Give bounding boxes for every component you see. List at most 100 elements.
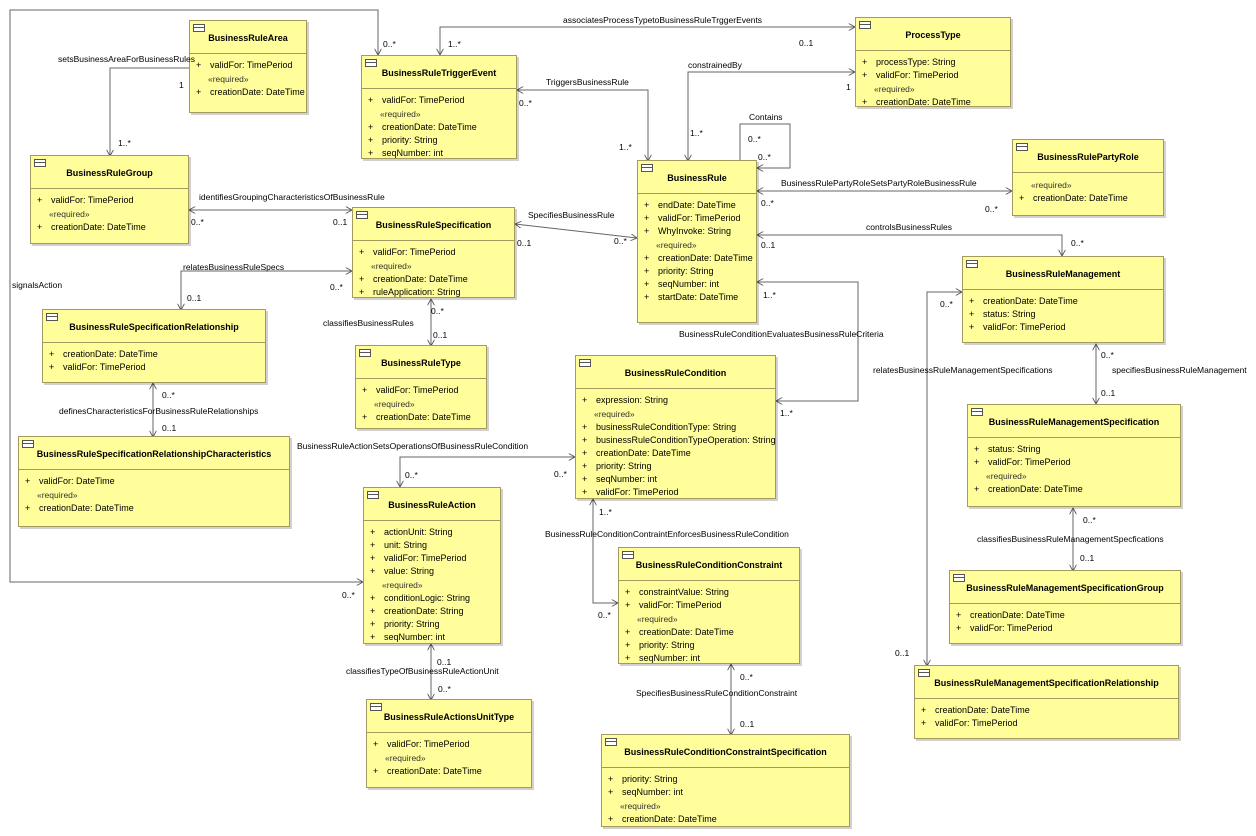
attribute-text: actionUnit: String <box>384 527 453 537</box>
visibility-marker: + <box>359 247 365 257</box>
class-business-rule-specification-relationship-characteristics[interactable]: BusinessRuleSpecificationRelationshipCha… <box>18 436 290 527</box>
class-business-rule-group[interactable]: BusinessRuleGroup+validFor: TimePeriod«r… <box>30 155 189 244</box>
stereotype-required: «required» <box>986 471 1027 481</box>
label-assoc-evaluates: BusinessRuleConditionEvaluatesBusinessRu… <box>679 329 884 339</box>
assoc-specifies-rule <box>515 224 637 238</box>
class-process-type[interactable]: ProcessType+processType: String+validFor… <box>855 17 1011 107</box>
assoc-constraint <box>593 499 618 603</box>
visibility-marker: + <box>1019 193 1025 203</box>
class-attributes: +validFor: TimePeriod«required»+creation… <box>353 241 514 303</box>
class-business-rule-condition-constraint[interactable]: BusinessRuleConditionConstraint + constrai… <box>618 547 800 664</box>
class-attributes: +endDate: DateTime+validFor: TimePeriod+… <box>638 194 756 308</box>
class-attributes: +validFor: DateTime«required»+creationDa… <box>19 470 289 519</box>
label-assoc-class-mgmt: classifiesBusinessRuleManagementSpecfica… <box>977 534 1164 544</box>
multiplicity: 0..* <box>554 469 567 479</box>
stereotype-required: «required» <box>374 399 415 409</box>
class-business-rule-trigger-event[interactable]: BusinessRuleTriggerEvent+validFor: TimeP… <box>361 55 517 159</box>
class-header: BusinessRuleActionsUnitType <box>367 700 531 733</box>
visibility-marker: + <box>956 610 962 620</box>
attribute-text: creationDate: DateTime <box>51 222 146 232</box>
multiplicity: 0..* <box>1071 238 1084 248</box>
class-header: BusinessRule <box>638 161 756 194</box>
class-name: BusinessRuleSpecification <box>375 220 492 230</box>
attribute-text: creationDate: DateTime <box>387 766 482 776</box>
attribute-text: businessRuleConditionType: String <box>596 422 737 432</box>
class-name: BusinessRuleActionsUnitType <box>383 712 515 722</box>
class-icon <box>641 164 653 172</box>
visibility-marker: + <box>608 787 614 797</box>
class-icon <box>193 24 205 32</box>
visibility-marker: + <box>625 627 631 637</box>
class-attributes: +actionUnit: String+unit: String+validFo… <box>364 521 500 648</box>
visibility-marker: + <box>862 70 868 80</box>
class-business-rule-specification[interactable]: BusinessRuleSpecification+validFor: Time… <box>352 207 515 298</box>
class-attribute: +endDate: DateTime <box>644 199 750 212</box>
class-attribute: +ruleApplication: String <box>359 286 508 299</box>
class-attributes: +creationDate: DateTime+validFor: TimePe… <box>915 699 1178 734</box>
class-attribute: +seqNumber: int <box>582 473 769 486</box>
class-attribute: +validFor: TimePeriod <box>373 738 525 751</box>
class-name: BusinessRuleConditionConstraintSpecifica… <box>624 747 827 757</box>
class-business-rule-specification-relationship[interactable]: BusinessRuleSpecificationRelationship+cr… <box>42 309 266 383</box>
label-assoc-relates-mgmt: relatesBusinessRuleManagementSpecificati… <box>873 365 1053 375</box>
attribute-text: creationDate: DateTime <box>970 610 1065 620</box>
attribute-text: creationDate: DateTime <box>376 412 471 422</box>
multiplicity: 1..* <box>599 507 612 517</box>
class-business-rule-party-role[interactable]: BusinessRulePartyRole«required»+creation… <box>1012 139 1164 216</box>
label-assoc-spec-constraint: SpecifiesBusinessRuleConditionConstraint <box>636 688 798 698</box>
multiplicity: 0..* <box>191 217 204 227</box>
attribute-text: creationDate: DateTime <box>1033 193 1128 203</box>
attribute-text: constraintValue: String <box>639 587 729 597</box>
multiplicity: 0..* <box>761 198 774 208</box>
class-header: BusinessRuleSpecification <box>353 208 514 241</box>
class-attribute: +creationDate: DateTime <box>362 411 480 424</box>
class-attribute: +actionUnit: String <box>370 526 494 539</box>
class-attribute: +expression: String <box>582 394 769 407</box>
class-attribute: +creationDate: DateTime <box>608 813 843 826</box>
visibility-marker: + <box>370 540 376 550</box>
class-business-rule-management[interactable]: BusinessRuleManagement+creationDate: Dat… <box>962 256 1164 343</box>
class-attribute: +priority: String <box>625 639 793 652</box>
class-attribute: +unit: String <box>370 539 494 552</box>
label-assoc-spec-mgmt: specifiesBusinessRuleManagement <box>1112 365 1247 375</box>
class-business-rule-management-specification-group[interactable]: BusinessRuleManagementSpecificationGroup… <box>949 570 1181 644</box>
class-attribute: +validFor: TimePeriod <box>644 212 750 225</box>
class-header: BusinessRuleTriggerEvent <box>362 56 516 89</box>
class-business-rule-type[interactable]: BusinessRuleType+validFor: TimePeriod«re… <box>355 345 487 429</box>
class-business-rule-management-specification[interactable]: BusinessRuleManagementSpecification+stat… <box>967 404 1181 507</box>
class-business-rule-area[interactable]: BusinessRuleArea+validFor: TimePeriod«re… <box>189 20 307 113</box>
class-business-rule-actions-unit-type[interactable]: BusinessRuleActionsUnitType +validFor: Ti… <box>366 699 532 788</box>
class-business-rule-action[interactable]: BusinessRuleAction+actionUnit: String+un… <box>363 487 501 644</box>
class-attribute: +priority: String <box>644 265 750 278</box>
assoc-contains <box>739 123 791 168</box>
stereotype-required: «required» <box>371 261 412 271</box>
attribute-text: creationDate: DateTime <box>63 349 158 359</box>
class-business-rule-condition-constraint-specification[interactable]: BusinessRuleConditionConstraintSpecifica… <box>601 734 850 827</box>
class-icon <box>367 491 379 499</box>
visibility-marker: + <box>582 448 588 458</box>
attribute-text: validFor: TimePeriod <box>387 739 470 749</box>
attribute-text: validFor: TimePeriod <box>983 322 1066 332</box>
multiplicity: 1..* <box>619 142 632 152</box>
class-attribute: +validFor: TimePeriod <box>37 194 182 207</box>
class-business-rule-condition[interactable]: BusinessRuleCondition+expression: String… <box>575 355 776 499</box>
attribute-text: creationDate: DateTime <box>983 296 1078 306</box>
visibility-marker: + <box>582 422 588 432</box>
visibility-marker: + <box>969 296 975 306</box>
class-business-rule[interactable]: BusinessRule +endDate: DateTime+validFor:… <box>637 160 757 323</box>
visibility-marker: + <box>644 279 650 289</box>
visibility-marker: + <box>370 632 376 642</box>
class-header: BusinessRuleConditionConstraint <box>619 548 799 581</box>
class-attributes: +constraintValue: String+validFor: TimeP… <box>619 581 799 669</box>
visibility-marker: + <box>368 122 374 132</box>
class-business-rule-management-specification-relationship[interactable]: BusinessRuleManagementSpecificationRelat… <box>914 665 1179 739</box>
multiplicity: 0..1 <box>187 293 202 303</box>
class-attributes: +creationDate: DateTime+status: String+v… <box>963 290 1163 338</box>
attribute-text: validFor: TimePeriod <box>988 457 1071 467</box>
class-attribute: +validFor: TimePeriod <box>49 361 259 374</box>
class-attribute: +WhyInvoke: String <box>644 225 750 238</box>
visibility-marker: + <box>625 653 631 663</box>
class-attribute: +creationDate: DateTime <box>625 626 793 639</box>
class-attribute: +seqNumber: int <box>370 631 494 644</box>
multiplicity: 0..* <box>740 672 753 682</box>
